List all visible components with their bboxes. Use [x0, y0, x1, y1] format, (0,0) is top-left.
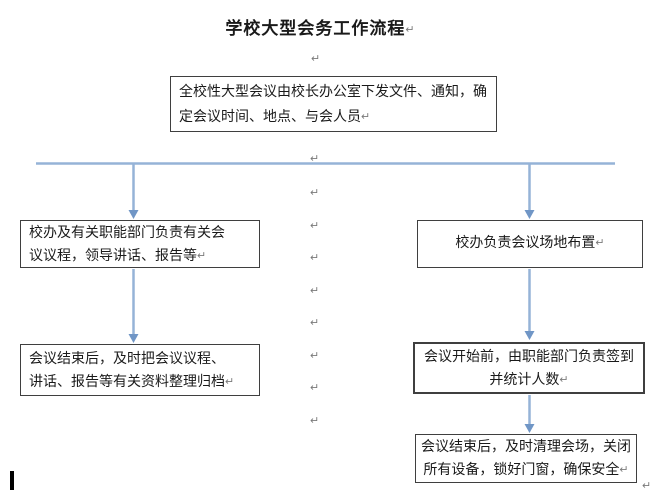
flow-box-text: 定会议时间、地点、与会人员	[179, 110, 361, 125]
flow-box-line: 校办负责会议场地布置↵	[418, 221, 642, 266]
page-title: 学校大型会务工作流程↵	[0, 14, 640, 39]
arrowhead-left-1-to-2	[128, 334, 139, 343]
flow-box-cleanup[interactable]: 会议结束后，及时清理会场，关闭 所有设备，锁好门窗，确保安全↵	[415, 434, 637, 483]
flow-box-archive[interactable]: 会议结束后，及时把会议议程、 讲话、报告等有关资料整理归档↵	[20, 344, 260, 396]
paragraph-mark: ↵	[310, 220, 320, 232]
flow-box-line: 并统计人数↵	[421, 369, 637, 392]
paragraph-mark: ↵	[310, 350, 320, 362]
flow-box-line: 会议开始前，由职能部门负责签到	[421, 346, 637, 369]
arrowhead-drop-left	[128, 210, 139, 219]
return-mark: ↵	[225, 376, 235, 388]
flow-box-signin[interactable]: 会议开始前，由职能部门负责签到 并统计人数↵	[413, 342, 645, 394]
arrowhead-right-1-to-2	[524, 331, 535, 340]
flow-box-text: 讲话、报告等有关资料整理归档	[29, 375, 225, 390]
paragraph-mark: ↵	[310, 252, 320, 264]
return-mark: ↵	[197, 250, 207, 262]
flow-box-text: 会议结束后，及时把会议议程、	[29, 352, 225, 367]
arrowhead-drop-right	[524, 210, 535, 219]
flow-box-text: 全校性大型会议由校长办公室下发文件、通知，确	[179, 85, 487, 100]
paragraph-mark: ↵	[311, 53, 321, 65]
flow-box-line: 讲话、报告等有关资料整理归档↵	[29, 371, 251, 394]
flow-box-line: 会议结束后，及时把会议议程、	[29, 348, 251, 371]
paragraph-mark: ↵	[310, 285, 320, 297]
flow-box-line: 议议程，领导讲话、报告等↵	[29, 245, 251, 268]
return-mark: ↵	[595, 237, 605, 249]
paragraph-mark: ↵	[310, 187, 320, 199]
flow-box-venue[interactable]: 校办负责会议场地布置↵	[417, 220, 643, 268]
return-mark: ↵	[361, 111, 371, 123]
flow-box-text: 会议结束后，及时清理会场，关闭	[421, 440, 631, 455]
arrowhead-right-2-to-3	[524, 424, 535, 433]
flow-box-line: 会议结束后，及时清理会场，关闭	[420, 436, 632, 459]
paragraph-mark: ↵	[310, 382, 320, 394]
flow-box-text: 会议开始前，由职能部门负责签到	[424, 350, 634, 365]
text-cursor	[10, 471, 14, 490]
flow-box-text: 校办及有关职能部门负责有关会	[29, 226, 225, 241]
flow-box-line: 校办及有关职能部门负责有关会	[29, 222, 251, 245]
flow-box-text: 并统计人数	[489, 373, 560, 388]
paragraph-mark: ↵	[310, 317, 320, 329]
return-mark: ↵	[619, 464, 629, 476]
flow-box-line: 定会议时间、地点、与会人员↵	[179, 105, 488, 130]
paragraph-mark: ↵	[310, 415, 320, 427]
flow-box-agenda[interactable]: 校办及有关职能部门负责有关会 议议程，领导讲话、报告等↵	[20, 220, 260, 268]
flow-box-line: 全校性大型会议由校长办公室下发文件、通知，确	[179, 81, 488, 105]
flow-box-notice[interactable]: 全校性大型会议由校长办公室下发文件、通知，确 定会议时间、地点、与会人员↵	[170, 76, 497, 132]
paragraph-mark: ↵	[310, 153, 320, 165]
flow-box-text: 校办负责会议场地布置	[455, 236, 596, 251]
paragraph-mark: ↵	[642, 480, 652, 492]
flow-box-line: 所有设备，锁好门窗，确保安全↵	[420, 459, 632, 482]
return-mark: ↵	[559, 374, 569, 386]
page-title-text: 学校大型会务工作流程	[225, 19, 406, 38]
flow-box-text: 议议程，领导讲话、报告等	[29, 249, 197, 264]
flow-box-text: 所有设备，锁好门窗，确保安全	[423, 463, 620, 478]
return-mark: ↵	[405, 24, 415, 36]
